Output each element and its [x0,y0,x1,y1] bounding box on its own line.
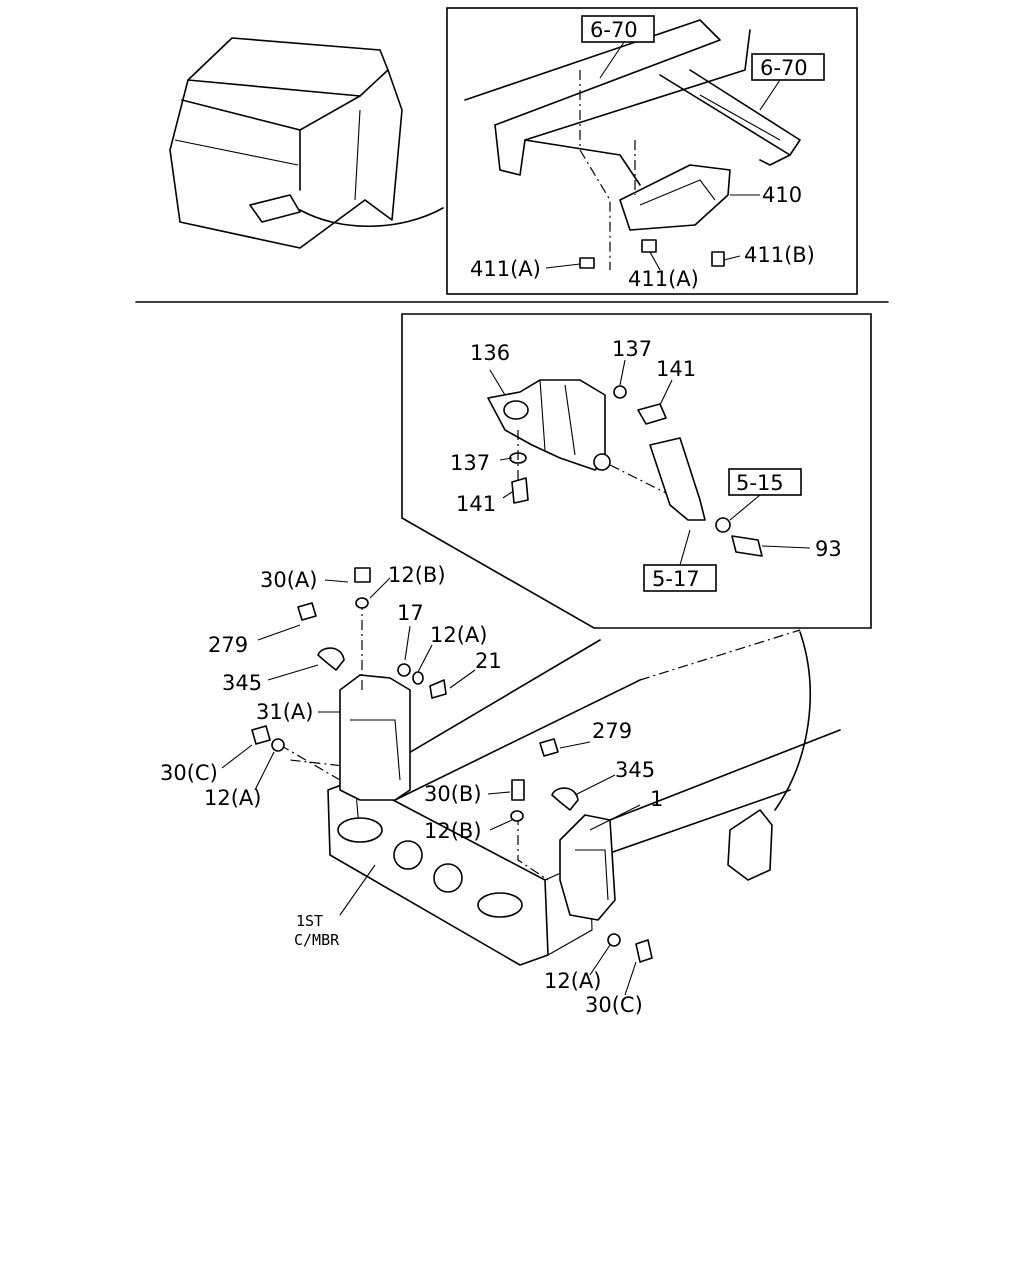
label-ref-6-70-right: 6-70 [760,56,808,80]
label-part-30c-left: 30(C) [160,761,218,785]
label-part-21: 21 [475,649,502,673]
ref-box-5-17 [643,564,717,592]
label-crossmember-line1: 1ST [296,912,323,930]
label-part-279-left: 279 [208,633,248,657]
label-part-12a-top: 12(A) [430,623,487,647]
detail-connector [774,631,811,811]
label-part-31a: 31(A) [256,700,313,724]
ref-box-6-70-right [751,53,825,81]
label-part-30a: 30(A) [260,568,317,592]
label-part-12b-top: 12(B) [388,563,446,587]
label-part-12b-mid: 12(B) [424,819,482,843]
label-part-345-left: 345 [222,671,262,695]
label-part-30b: 30(B) [424,782,482,806]
label-part-411b: 411(B) [744,243,815,267]
label-part-411a-left: 411(A) [470,257,541,281]
label-part-30c-bottom: 30(C) [585,993,643,1017]
label-part-411a-mid: 411(A) [628,267,699,291]
frame-bracket-inset [446,7,858,295]
label-ref-5-15: 5-15 [736,471,784,495]
label-ref-6-70-left: 6-70 [590,18,638,42]
truck-cab-illustration [169,37,444,249]
ref-box-6-70-left [581,15,655,43]
label-part-1: 1 [650,787,663,811]
label-part-141-mid: 141 [456,492,496,516]
label-part-345-right: 345 [615,758,655,782]
crossmember-assembly [221,567,841,996]
label-part-136: 136 [470,341,510,365]
label-part-410: 410 [762,183,802,207]
label-crossmember-line2: C/MBR [294,931,340,949]
label-part-137-mid: 137 [450,451,490,475]
mount-bracket-inset [401,313,872,629]
label-part-12a-left: 12(A) [204,786,261,810]
label-part-93: 93 [815,537,842,561]
label-part-137-top: 137 [612,337,652,361]
ref-box-5-15 [728,468,802,496]
label-part-279-right: 279 [592,719,632,743]
label-part-12a-bottom: 12(A) [544,969,601,993]
label-part-17: 17 [397,601,424,625]
label-part-141-top: 141 [656,357,696,381]
label-ref-5-17: 5-17 [652,567,700,591]
